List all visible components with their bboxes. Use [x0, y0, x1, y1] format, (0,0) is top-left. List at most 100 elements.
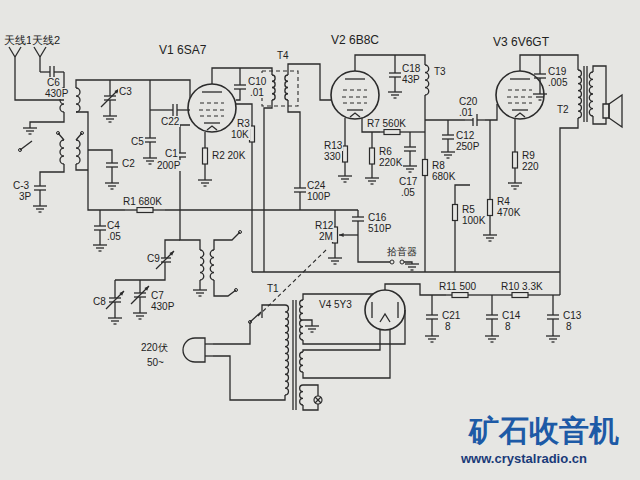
tube-label: V3 6V6GT: [492, 36, 550, 49]
wire: [288, 64, 331, 100]
wire: [305, 325, 319, 326]
wire: [394, 97, 397, 98]
part-label: .05: [106, 231, 122, 242]
part-label: C5: [130, 136, 145, 147]
wire: [447, 128, 448, 135]
wire: [251, 142, 252, 150]
resistor-symbol: [203, 148, 208, 164]
part-label: R12: [314, 220, 334, 231]
wire: [299, 192, 300, 200]
wire: [213, 356, 285, 400]
tube-symbol: [57, 132, 60, 135]
wire: [149, 80, 150, 130]
wire: [150, 109, 165, 110]
part-label: C14: [501, 310, 521, 321]
wire: [371, 302, 372, 318]
watermark-url: www.crystalradio.cn: [460, 452, 588, 466]
wire: [303, 320, 312, 326]
wire: [159, 257, 171, 258]
wire: [489, 190, 490, 200]
wire: [180, 125, 190, 145]
wire: [441, 151, 455, 152]
part-label: 8: [444, 321, 452, 332]
wire: [109, 301, 121, 302]
wire: [406, 168, 414, 169]
part-label: 250P: [455, 141, 480, 152]
coil-symbol: [285, 75, 288, 100]
wire: [380, 131, 384, 132]
wire: [204, 164, 205, 170]
wire: [207, 126, 217, 130]
tube-label: V1 6SA7: [158, 44, 207, 57]
wire: [9, 47, 15, 57]
wire: [76, 80, 190, 98]
coil-symbol: [300, 300, 303, 340]
arrow-head: [144, 286, 149, 291]
wire: [506, 294, 512, 295]
wire: [514, 188, 517, 189]
wire: [20, 141, 32, 150]
part-label: R10 3.3K: [500, 281, 544, 292]
wire: [63, 72, 64, 88]
wire: [404, 146, 416, 147]
wire: [431, 326, 432, 336]
wire: [303, 404, 318, 410]
wire: [214, 232, 240, 250]
wire: [489, 240, 492, 241]
wire: [111, 188, 114, 189]
wire: [536, 96, 544, 97]
wire: [251, 150, 252, 272]
wire: [409, 171, 412, 172]
wire: [514, 168, 515, 175]
plug-speaker-symbol: [609, 95, 622, 127]
wire: [539, 55, 540, 66]
part-label: 天线1: [3, 34, 33, 46]
resistor-symbol: [452, 293, 468, 298]
wire: [29, 133, 32, 134]
dashed-line: [200, 102, 224, 103]
wire: [39, 211, 42, 212]
wire: [234, 84, 246, 85]
wire: [205, 343, 213, 344]
wire: [455, 185, 470, 195]
wire: [357, 210, 358, 217]
wire: [409, 132, 410, 140]
dashed-line: [508, 102, 532, 103]
wire: [411, 269, 414, 270]
part-label: 510P: [367, 223, 392, 234]
wire: [552, 326, 553, 336]
wire: [352, 216, 364, 217]
wire: [549, 338, 557, 339]
wire: [15, 47, 21, 57]
wire: [108, 317, 122, 318]
resistor-symbol: [370, 148, 375, 164]
wire: [371, 132, 372, 142]
wire: [103, 115, 117, 116]
part-label: R13: [323, 140, 343, 151]
wire: [428, 338, 436, 339]
wire: [149, 163, 152, 164]
part-label: 200P: [156, 160, 181, 171]
wire: [139, 318, 142, 319]
wire: [39, 57, 40, 72]
coil-symbol: [272, 75, 275, 100]
wire: [76, 112, 125, 210]
wire: [93, 244, 107, 245]
wire: [239, 89, 240, 96]
wire: [262, 305, 285, 318]
wire: [511, 185, 519, 186]
wire: [106, 291, 124, 309]
wire: [454, 221, 455, 231]
resistor-symbol: [513, 152, 518, 168]
wire: [136, 315, 144, 316]
wire: [409, 140, 410, 147]
wire: [593, 66, 606, 104]
wire: [431, 319, 432, 326]
wire: [109, 121, 112, 122]
part-label: 50~: [146, 357, 165, 368]
wire: [303, 329, 380, 352]
wire: [515, 113, 525, 117]
wire: [36, 208, 44, 209]
wire: [205, 355, 213, 356]
wire: [397, 302, 398, 318]
